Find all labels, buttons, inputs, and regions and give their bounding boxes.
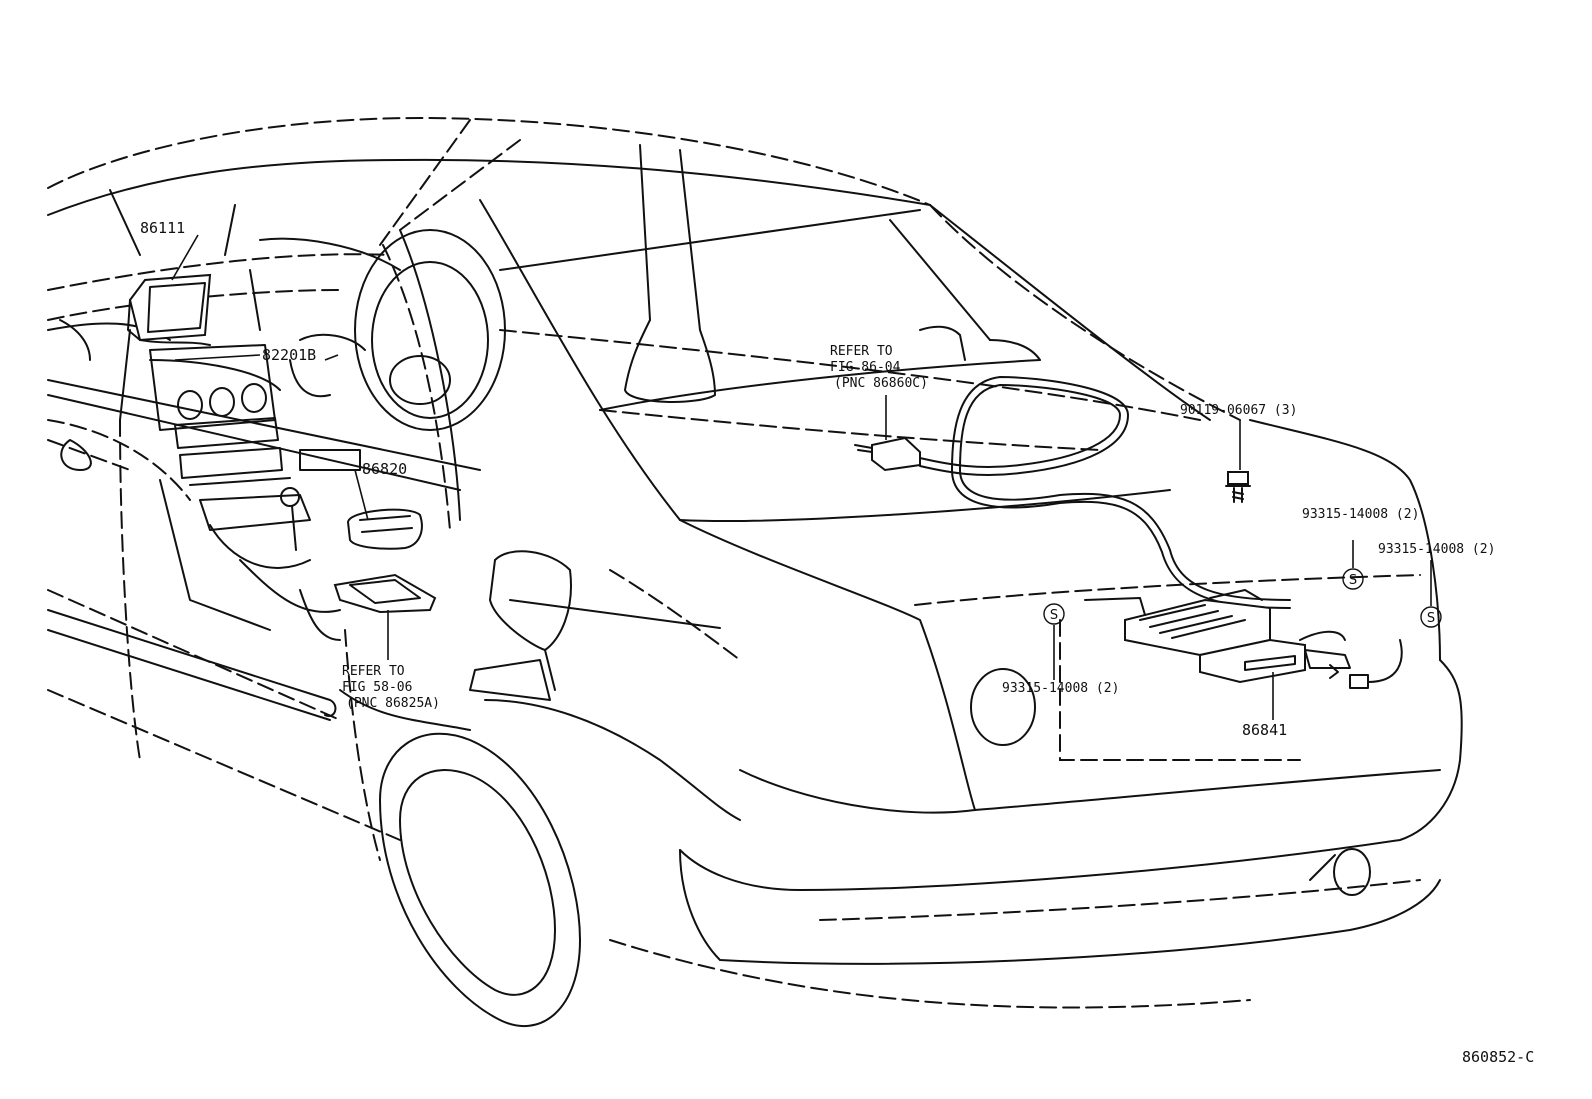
label-screw-upper: 93315-14008 (2) [1302, 507, 1419, 522]
svg-text:S: S [1050, 608, 1058, 623]
switch-86820 [346, 508, 423, 550]
bolt-90119-06067 [1225, 471, 1251, 503]
svg-text:S: S [1349, 573, 1357, 588]
svg-text:S: S [1427, 611, 1435, 626]
refer-rear-line-2: FIG 86-04 [830, 360, 901, 375]
screw-symbol-lower: S [1043, 603, 1065, 625]
label-82201b: 82201B [262, 346, 316, 364]
antenna-cable [919, 376, 1291, 609]
label-86820: 86820 [362, 460, 407, 478]
antenna-connector-86860c [854, 436, 921, 472]
refer-front-line-1: REFER TO [342, 664, 405, 679]
console-part-86825a [333, 573, 437, 614]
part-labels: 86111 82201B 86820 86841 90119-06067 (3)… [140, 219, 1534, 1066]
refer-front-line-3: (PNC 86825A) [346, 696, 440, 711]
car-body-outline [47, 116, 1463, 1027]
refer-rear-line-1: REFER TO [830, 344, 893, 359]
refer-front-line-2: FIG 58-06 [342, 680, 412, 695]
tuner-module-86841 [1084, 589, 1403, 689]
screw-symbol-upper: S [1342, 568, 1364, 590]
leader-lines [171, 234, 1432, 720]
display-unit-86111 [127, 273, 212, 342]
label-screw-lower: 93315-14008 (2) [1002, 681, 1119, 696]
figure-code: 860852-C [1462, 1048, 1534, 1066]
label-bolt-90119: 90119-06067 (3) [1180, 403, 1297, 418]
refer-rear-line-3: (PNC 86860C) [834, 376, 928, 391]
label-screw-right: 93315-14008 (2) [1378, 542, 1495, 557]
interior-dashboard [47, 189, 506, 641]
screw-symbol-right: S [1420, 606, 1442, 628]
label-86841: 86841 [1242, 721, 1287, 739]
label-86111: 86111 [140, 219, 185, 237]
